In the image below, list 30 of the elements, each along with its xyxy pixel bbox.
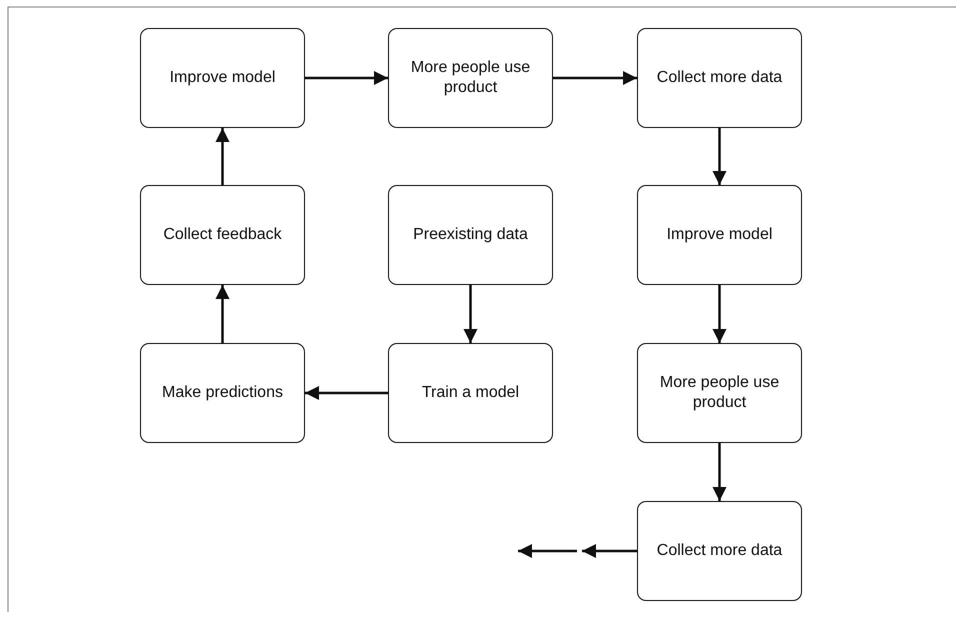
process-box [388,343,553,443]
arrow [305,71,388,85]
box-label: More people use product [410,58,532,98]
arrow [305,386,388,400]
arrow [553,71,637,85]
box-label: More people use product [658,373,780,413]
box-label: Improve model [170,68,276,88]
process-box [637,28,802,128]
box-label: Train a model [422,383,520,403]
box-label: Make predictions [162,383,283,403]
box-label: Collect more data [656,541,782,561]
arrow [582,544,637,558]
box-label: Collect feedback [163,225,282,245]
process-box [140,185,305,285]
process-box [140,343,305,443]
process-box [388,28,553,128]
arrow [712,443,726,501]
box-label: Preexisting data [413,225,528,245]
process-box [637,343,802,443]
arrow [216,285,230,343]
process-box [388,185,553,285]
arrow [464,285,478,343]
box-label: Collect more data [656,68,782,88]
arrow [712,285,726,343]
process-box [637,501,802,601]
arrow [712,128,726,185]
arrow [216,128,230,185]
process-box [637,185,802,285]
box-label: Improve model [666,225,772,245]
process-box [140,28,305,128]
